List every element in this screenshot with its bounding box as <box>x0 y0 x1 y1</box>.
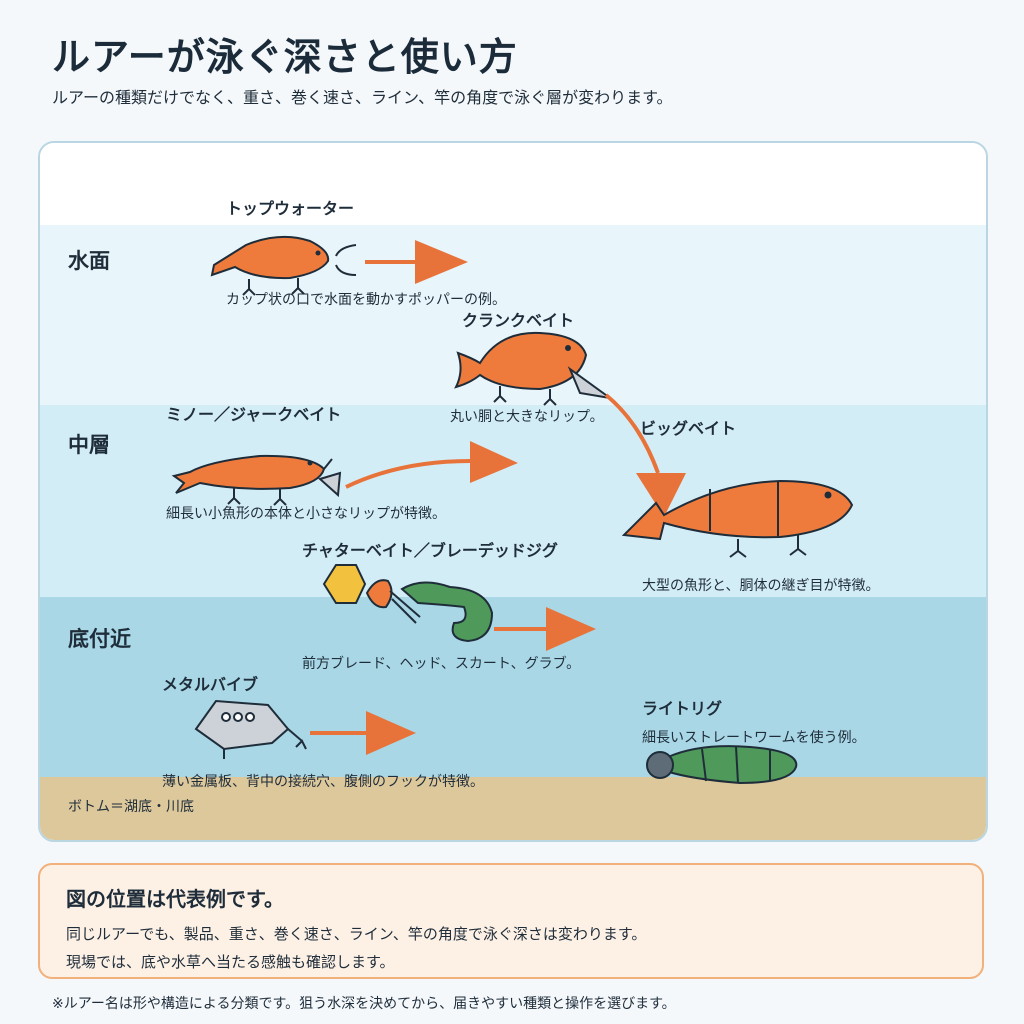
metal-vib-desc: 薄い金属板、背中の接続穴、腹側のフックが特徴。 <box>162 774 484 790</box>
topwater-desc: カップ状の口で水面を動かすポッパーの例。 <box>226 292 506 308</box>
minnow-desc: 細長い小魚形の本体と小さなリップが特徴。 <box>166 506 446 522</box>
note-line-2: 現場では、底や水草へ当たる感触も確認します。 <box>66 953 395 971</box>
big-bait-desc: 大型の魚形と、胴体の継ぎ目が特徴。 <box>642 578 880 594</box>
chatterbait-arrow <box>494 607 596 651</box>
minnow-illustration <box>171 454 342 506</box>
light-rig-name: ライトリグ <box>642 699 723 718</box>
surface-band-label: 水面 <box>68 249 110 273</box>
crankbait-name: クランクベイト <box>462 311 575 330</box>
sky-band <box>40 143 986 225</box>
metal-vib-name: メタルバイブ <box>162 675 259 694</box>
depth-diagram-art <box>40 143 986 840</box>
chatterbait-name: チャターベイト／ブレーデッドジグ <box>302 541 558 560</box>
topwater-lure-illustration <box>210 235 357 296</box>
crankbait-illustration <box>454 331 611 406</box>
note-box: 図の位置は代表例です。 同じルアーでも、製品、重さ、巻く速さ、ライン、竿の角度で… <box>38 863 984 979</box>
near-bottom-band-label: 底付近 <box>68 627 131 651</box>
page-subtitle: ルアーの種類だけでなく、重さ、巻く速さ、ライン、竿の角度で泳ぐ層が変わります。 <box>52 88 673 107</box>
minnow-arrow <box>345 441 518 489</box>
crankbait-arrow <box>604 393 686 517</box>
metal-vib-arrow <box>310 711 416 755</box>
footnote: ※ルアー名は形や構造による分類です。狙う水深を決めてから、届きやすい種類と操作を… <box>52 996 676 1012</box>
bottom-label: ボトム＝湖底・川底 <box>68 799 194 815</box>
metal-vib-illustration <box>194 699 307 759</box>
chatterbait-desc: 前方ブレード、ヘッド、スカート、グラブ。 <box>302 656 581 672</box>
minnow-name: ミノー／ジャークベイト <box>166 405 342 424</box>
topwater-name: トップウォーター <box>226 199 355 218</box>
middle-band-label: 中層 <box>68 433 110 457</box>
bottom-bed <box>40 777 986 840</box>
note-title: 図の位置は代表例です。 <box>66 887 284 911</box>
chatterbait-illustration <box>322 564 494 643</box>
big-bait-illustration <box>621 479 854 558</box>
big-bait-name: ビッグベイト <box>640 419 737 438</box>
depth-diagram-panel: 水面 中層 底付近 ボトム＝湖底・川底 トップウォーター カップ状の口で水面を動… <box>38 141 988 842</box>
crankbait-desc: 丸い胴と大きなリップ。 <box>450 409 604 425</box>
light-rig-illustration <box>646 745 798 785</box>
page-title: ルアーが泳ぐ深さと使い方 <box>52 35 518 79</box>
note-line-1: 同じルアーでも、製品、重さ、巻く速さ、ライン、竿の角度で泳ぐ深さは変わります。 <box>66 925 647 943</box>
topwater-arrow <box>365 240 468 284</box>
light-rig-desc: 細長いストレートワームを使う例。 <box>642 730 866 746</box>
